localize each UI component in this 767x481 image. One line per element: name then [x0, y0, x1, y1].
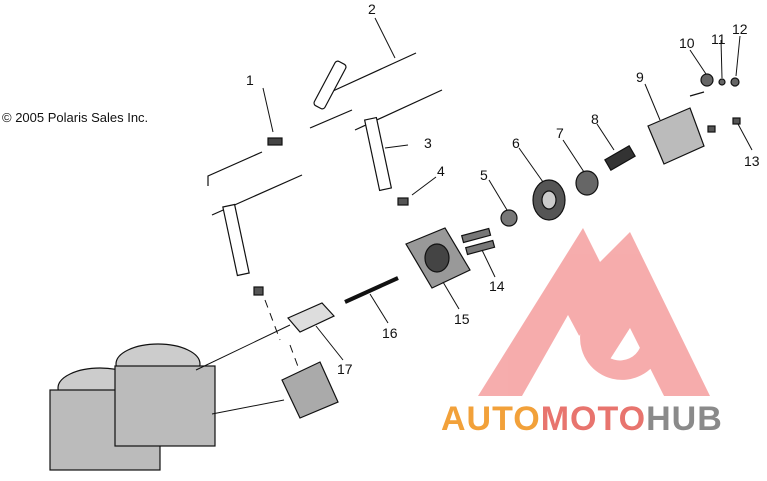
callout-labels: 1 2 3 4 5 6 7 8 9 10 11 12 13 14 15 16 1…: [246, 1, 760, 377]
parts-art: [49, 17, 753, 471]
callout-10: 10: [679, 35, 695, 51]
callout-1: 1: [246, 72, 254, 88]
callout-13: 13: [744, 153, 760, 169]
callout-11: 11: [711, 31, 726, 47]
callout-5: 5: [480, 167, 488, 183]
watermark-moto: MOTO: [540, 400, 647, 438]
watermark-hub: HUB: [646, 400, 723, 438]
copyright-notice: © 2005 Polaris Sales Inc.: [2, 110, 149, 125]
watermark-auto: AUTO: [441, 400, 541, 438]
callout-3: 3: [424, 135, 432, 151]
callout-4: 4: [437, 163, 445, 179]
callout-17: 17: [337, 361, 353, 377]
watermark-text: AUTOMOTOHUB: [441, 400, 723, 439]
callout-9: 9: [636, 69, 644, 85]
callout-6: 6: [512, 135, 520, 151]
callout-15: 15: [454, 311, 470, 327]
callout-14: 14: [489, 278, 505, 294]
callout-2: 2: [368, 1, 376, 17]
watermark-logo: [478, 228, 710, 396]
callout-16: 16: [382, 325, 398, 341]
callout-8: 8: [591, 111, 599, 127]
callout-12: 12: [732, 21, 748, 37]
callout-7: 7: [556, 125, 564, 141]
